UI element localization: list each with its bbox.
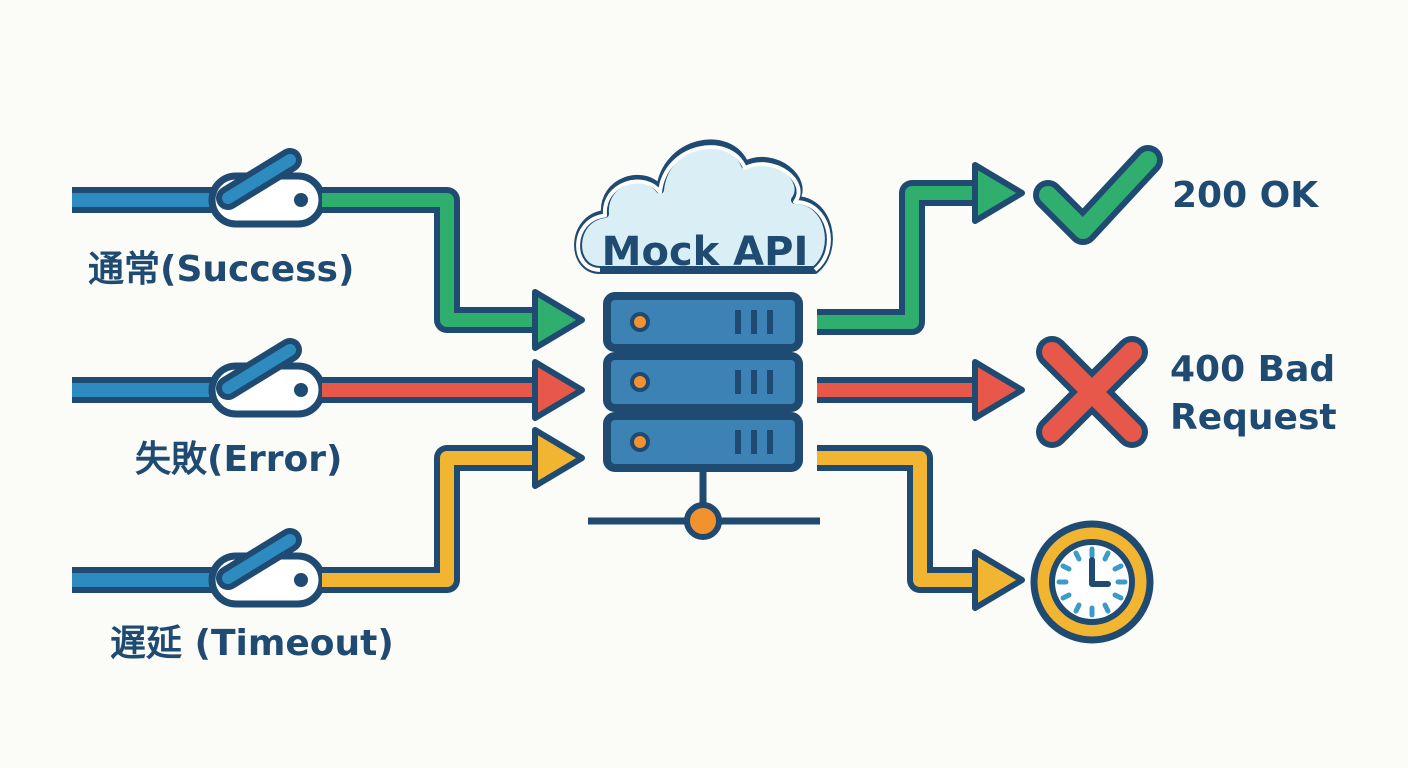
result-400-line2: Request [1170, 397, 1337, 438]
server-rack-icon [588, 292, 820, 540]
clock-icon [1030, 520, 1154, 644]
label-success: 通常(Success) [88, 249, 355, 290]
label-timeout: 遅延 (Timeout) [110, 623, 394, 664]
result-200-ok: 200 OK [1172, 175, 1319, 216]
arrow-timeout-out [817, 445, 1025, 611]
arrow-error-out [817, 359, 1025, 421]
switch-success-icon [72, 148, 326, 228]
switch-timeout-icon [72, 528, 326, 608]
result-400-line1: 400 Bad [1170, 349, 1336, 390]
arrow-success-in [322, 187, 585, 351]
label-error: 失敗(Error) [135, 439, 343, 480]
cloud-icon [574, 139, 833, 274]
arrow-error-in [322, 359, 585, 421]
switch-error-icon [72, 338, 326, 418]
mock-api-title: Mock API [601, 229, 809, 275]
arrow-success-out [817, 162, 1025, 335]
cross-icon [1036, 336, 1148, 448]
arrow-timeout-in [322, 427, 585, 593]
checkmark-icon [1033, 145, 1163, 245]
